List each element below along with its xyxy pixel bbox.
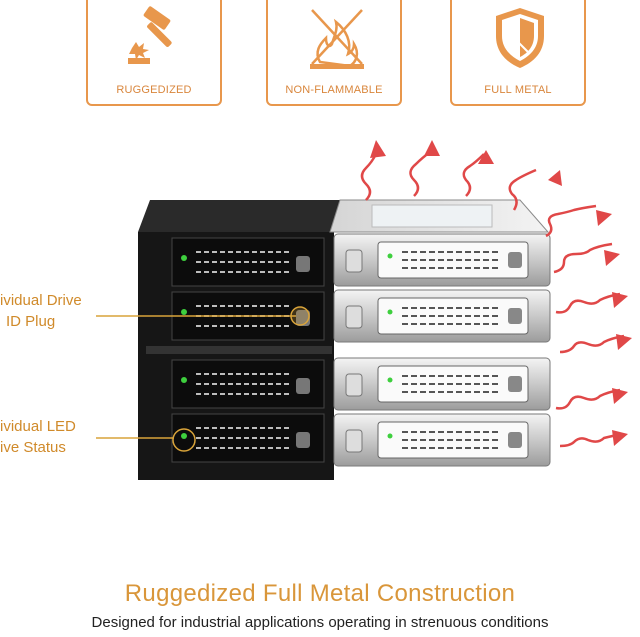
hammer-icon — [128, 6, 172, 64]
ruggedized-label: RUGGEDIZED — [116, 84, 192, 96]
page-heading: Ruggedized Full Metal Construction — [124, 580, 516, 607]
drive-plug-line2: ID Plug — [6, 313, 56, 330]
heat-arrows — [360, 151, 625, 448]
full-metal-label: FULL METAL — [484, 84, 552, 96]
non-flammable-badge: NON-FLAMMABLE — [266, 0, 402, 106]
drive-plug-callout: ividual Drive ID Plug — [0, 290, 82, 332]
non-flammable-label: NON-FLAMMABLE — [285, 84, 383, 96]
shield-icon — [496, 8, 544, 68]
led-status-line1: ividual LED — [0, 418, 76, 435]
drive-plug-line1: ividual Drive — [0, 292, 82, 309]
full-metal-badge: FULL METAL — [450, 0, 586, 106]
drive-enclosure-illustration — [96, 140, 632, 480]
ruggedized-badge: RUGGEDIZED — [86, 0, 222, 106]
no-fire-icon — [310, 9, 364, 69]
page-subheading: Designed for industrial applications ope… — [91, 614, 549, 631]
led-status-line2: ive Status — [0, 439, 66, 456]
led-status-callout: ividual LED ive Status — [0, 416, 76, 458]
